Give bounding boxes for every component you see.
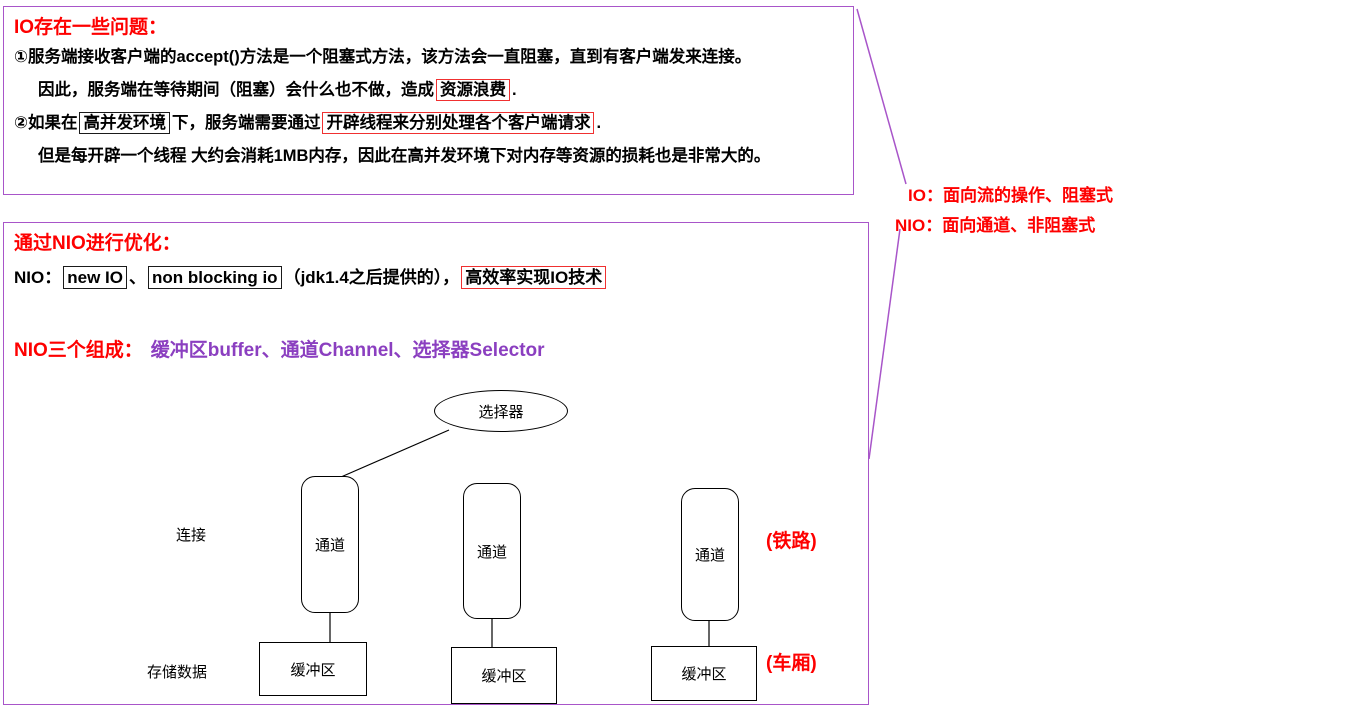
connect-label: 连接: [176, 527, 207, 544]
selector-to-channel-line: [340, 429, 450, 478]
io-point-1-text: ①服务端接收客户端的accept()方法是一个阻塞式方法，该方法会一直阻塞，直到…: [14, 48, 752, 66]
high-efficiency-boxed-text: 高效率实现IO技术: [461, 266, 607, 289]
nio-components-label: NIO三个组成：: [14, 340, 143, 361]
resource-waste-boxed-text: 资源浪费: [436, 79, 510, 101]
nio-summary-note: NIO：面向通道、非阻塞式: [895, 216, 1096, 235]
selector-node-label: 选择器: [478, 403, 524, 421]
diagram-connector-lines: [329, 429, 710, 647]
buffer-node-2: 缓冲区: [451, 647, 557, 704]
buffer-node-2-label: 缓冲区: [481, 668, 527, 685]
buffer-node-1-label: 缓冲区: [290, 661, 336, 679]
nio-components-line: NIO三个组成： 缓冲区buffer、通道Channel、选择器Selector: [14, 335, 545, 362]
new-io-boxed-text: new IO: [63, 266, 127, 289]
channel-node-1: 通道: [301, 476, 359, 613]
io-point-2-detail: 但是每开辟一个线程 大约会消耗1MB内存，因此在高并发环境下对内存等资源的损耗也…: [14, 140, 843, 173]
buffer-node-3: 缓冲区: [651, 646, 757, 701]
io-point-2: ②如果在高并发环境下，服务端需要通过开辟线程来分别处理各个客户端请求.: [14, 107, 843, 140]
nio-definition-line: NIO：new IO、non blocking io（jdk1.4之后提供的），…: [14, 263, 608, 289]
thread-per-client-boxed-text: 开辟线程来分别处理各个客户端请求: [322, 112, 595, 134]
nio-optimization-panel: 通过NIO进行优化： NIO：new IO、non blocking io（jd…: [3, 222, 869, 705]
railway-analogy-label: (铁路): [766, 531, 817, 552]
io-summary-note: IO：面向流的操作、阻塞式: [908, 186, 1113, 205]
callout-line-io: [856, 8, 907, 185]
nio-separator: 、: [128, 268, 146, 287]
callout-line-nio: [868, 228, 901, 460]
io-problems-title: IO存在一些问题：: [14, 17, 168, 38]
io-point-1: ①服务端接收客户端的accept()方法是一个阻塞式方法，该方法会一直阻塞，直到…: [14, 41, 843, 74]
io-point-1-detail: 因此，服务端在等待期间（阻塞）会什么也不做，造成资源浪费.: [14, 74, 843, 107]
buffer-node-3-label: 缓冲区: [681, 666, 727, 683]
channel-node-2-label: 通道: [476, 543, 507, 561]
selector-node: 选择器: [434, 390, 568, 432]
nio-label: NIO：: [14, 268, 62, 287]
carriage-analogy-label: (车厢): [766, 653, 817, 674]
io-point-2-pre: ②如果在: [14, 114, 78, 132]
buffer-node-1: 缓冲区: [259, 642, 367, 696]
io-point-2-post: .: [596, 114, 602, 132]
channel-node-3-label: 通道: [694, 547, 725, 564]
io-point-1-detail-pre: 因此，服务端在等待期间（阻塞）会什么也不做，造成: [38, 81, 434, 99]
nio-jdk-note: （jdk1.4之后提供的），: [283, 268, 460, 287]
channel-node-2: 通道: [463, 483, 521, 619]
io-point-1-detail-post: .: [512, 81, 517, 99]
channel-node-1-label: 通道: [314, 537, 345, 554]
io-point-2-detail-text: 但是每开辟一个线程 大约会消耗1MB内存，因此在高并发环境下对内存等资源的损耗也…: [38, 147, 771, 165]
nio-components-value: 缓冲区buffer、通道Channel、选择器Selector: [150, 340, 545, 361]
nio-title: 通过NIO进行优化：: [14, 233, 181, 254]
io-point-2-mid: 下，服务端需要通过: [171, 114, 321, 132]
channel-node-3: 通道: [681, 488, 739, 621]
io-problems-panel: IO存在一些问题： ①服务端接收客户端的accept()方法是一个阻塞式方法，该…: [3, 6, 854, 195]
high-concurrency-boxed-text: 高并发环境: [79, 112, 170, 134]
non-blocking-io-boxed-text: non blocking io: [147, 266, 282, 289]
store-data-label: 存储数据: [147, 664, 208, 681]
